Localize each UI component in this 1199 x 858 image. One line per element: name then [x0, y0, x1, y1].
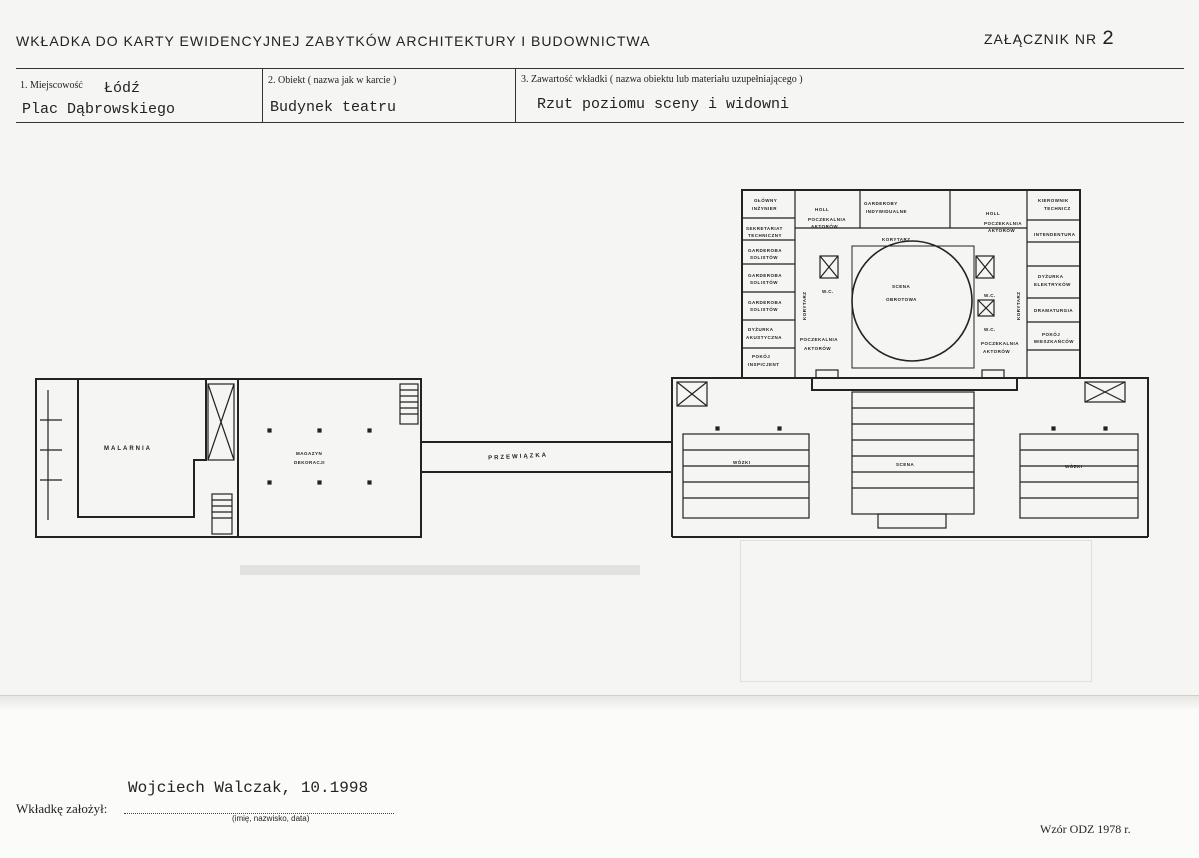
room-kierownik-2: TECHNICZ — [1044, 206, 1071, 211]
object-label: 2. Obiekt ( nazwa jak w karcie ) — [268, 75, 397, 86]
room-garderoba-2: SOLISTÓW — [750, 253, 778, 260]
object-value: Budynek teatru — [270, 99, 397, 116]
room-dyzurka-r: DYŻURKA — [1038, 273, 1064, 279]
room-poczekalnia-r-2: AKTORÓW — [988, 226, 1015, 233]
room-glowny: GŁÓWNY — [754, 196, 777, 203]
room-pokoj-2: INSPICJENT — [748, 362, 780, 367]
floor-plan-drawing: MALARNIA MAGAZYN DEKORACJI PRZEWIĄZKA — [35, 189, 1149, 538]
room-scena-obrotowa-2: OBROTOWA — [886, 297, 917, 302]
room-przewiazka: PRZEWIĄZKA — [488, 453, 548, 462]
room-poczekalnia-r: POCZEKALNIA — [984, 221, 1022, 226]
field-divider — [262, 68, 263, 122]
room-sekretariat-2: TECHNICZNY — [748, 233, 782, 238]
room-dekoracji: DEKORACJI — [294, 460, 325, 465]
signer-hint: (imię, nazwisko, data) — [232, 814, 310, 823]
room-dyzurka-r-2: ELEKTRYKÓW — [1034, 280, 1071, 287]
left-wing: MALARNIA MAGAZYN DEKORACJI — [35, 378, 422, 538]
corridor-right: KORYTARZ — [1016, 292, 1021, 321]
lower-sheet — [0, 709, 1199, 858]
room-garderoba-b: GARDEROBA — [748, 273, 782, 278]
room-wozki-left: WÓZKI — [733, 458, 751, 465]
locality-address: Plac Dąbrowskiego — [22, 101, 176, 118]
room-dyzurka: DYŻURKA — [748, 326, 774, 332]
room-wc-right-2: W.C. — [984, 327, 996, 332]
stage-block: WÓZKI SCENA WÓZKI — [671, 377, 1149, 538]
room-kierownik: KIEROWNIK — [1038, 198, 1069, 203]
content-value: Rzut poziomu sceny i widowni — [537, 96, 790, 113]
header-rule-top — [16, 68, 1184, 69]
room-garderoba-b-2: SOLISTÓW — [750, 278, 778, 285]
room-garderoby-2: INDYWIDUALNE — [866, 209, 907, 214]
signature-line — [124, 813, 394, 814]
room-malarnia: MALARNIA — [104, 446, 152, 452]
room-pokoj: POKÓJ — [752, 352, 770, 359]
room-garderoby: GARDEROBY — [864, 201, 898, 206]
backstage-block: SCENA OBROTOWA GARDEROBY INDYWIDUALNE HO… — [741, 189, 1081, 379]
room-magazyn: MAGAZYN — [296, 451, 322, 456]
signer-name: Wojciech Walczak, 10.1998 — [128, 779, 369, 797]
room-holl-left: HOLL — [815, 207, 829, 212]
paper-fold — [0, 695, 1199, 710]
room-pokoj-r-2: MIESZKAŃCÓW — [1034, 337, 1074, 344]
annex-number: ZAŁĄCZNIK NR 2 — [984, 28, 1114, 51]
content-label: 3. Zawartość wkładki ( nazwa obiektu lub… — [521, 74, 803, 85]
room-poczekalnia-rb: POCZEKALNIA — [981, 341, 1019, 346]
header-rule-bottom — [16, 122, 1184, 123]
room-garderoba: GARDEROBA — [748, 248, 782, 253]
field-divider — [515, 68, 516, 122]
room-wc-left: W.C. — [822, 289, 834, 294]
room-garderoba-c: GARDEROBA — [748, 300, 782, 305]
room-poczekalnia-rb-2: AKTORÓW — [983, 347, 1010, 354]
form-code: Wzór ODZ 1978 r. — [1040, 822, 1131, 836]
room-scena: SCENA — [896, 462, 915, 467]
room-wozki-right: WÓZKI — [1065, 462, 1083, 469]
room-wc-right: W.C. — [984, 293, 996, 298]
signer-label: Wkładkę założył: — [16, 801, 108, 816]
room-intendentura: INTENDENTURA — [1034, 232, 1076, 237]
locality-label: 1. Miejscowość — [20, 80, 83, 91]
room-scena-obrotowa: SCENA — [892, 284, 911, 289]
room-dyzurka-2: AKUSTYCZNA — [746, 335, 782, 340]
room-poczekalnia-2: AKTORÓW — [811, 222, 838, 229]
room-poczekalnia-l-2: AKTORÓW — [804, 344, 831, 351]
room-garderoba-c-2: SOLISTÓW — [750, 305, 778, 312]
connector-passage: PRZEWIĄZKA — [421, 441, 672, 473]
room-holl-right: HOLL — [986, 211, 1000, 216]
room-poczekalnia: POCZEKALNIA — [808, 217, 846, 222]
corridor-left: KORYTARZ — [802, 292, 807, 321]
room-dramaturg: DRAMATURGIA — [1034, 308, 1073, 313]
room-sekretariat: SEKRETARIAT — [746, 226, 783, 231]
show-through-smudge — [740, 540, 1092, 682]
show-through-smudge — [240, 565, 640, 575]
locality-value: Łódź — [104, 80, 141, 97]
form-title: WKŁADKA DO KARTY EWIDENCYJNEJ ZABYTKÓW A… — [16, 33, 651, 49]
annex-label: ZAŁĄCZNIK NR — [984, 31, 1098, 47]
room-glowny-2: INŻYNIER — [752, 205, 777, 211]
annex-value: 2 — [1102, 28, 1115, 51]
room-pokoj-r: POKÓJ — [1042, 330, 1060, 337]
corridor-top: KORYTARZ — [882, 237, 911, 242]
room-poczekalnia-l: POCZEKALNIA — [800, 337, 838, 342]
